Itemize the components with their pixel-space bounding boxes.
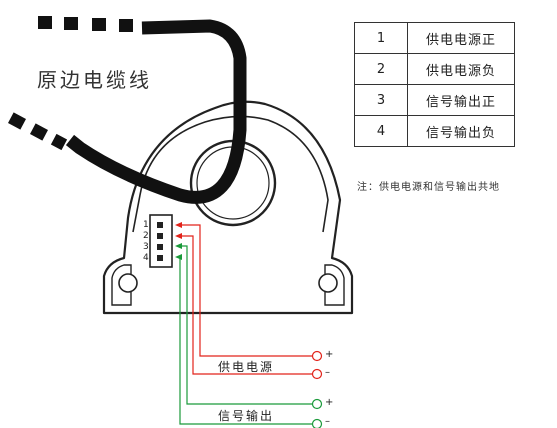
table-row: 2 供电电源负 bbox=[354, 53, 515, 85]
table-row: 3 信号输出正 bbox=[354, 84, 515, 116]
connector-pin-label: 2 bbox=[143, 231, 149, 241]
table-row: 4 信号输出负 bbox=[354, 115, 515, 147]
connector-pin-2 bbox=[157, 233, 163, 239]
pin-number: 1 bbox=[354, 22, 408, 54]
pin-description: 信号输出正 bbox=[407, 84, 515, 116]
connector-pin-label: 4 bbox=[143, 253, 149, 263]
signal-plus-sign: + bbox=[325, 397, 334, 408]
right-mount-ear bbox=[324, 264, 345, 306]
power-positive-wire bbox=[178, 224, 312, 357]
power-supply-label: 供电电源 bbox=[218, 360, 275, 374]
cable-dash-1 bbox=[38, 16, 52, 29]
connector-pin-label: 3 bbox=[143, 242, 149, 252]
power-wires bbox=[178, 224, 312, 375]
signal-positive-wire bbox=[178, 245, 312, 405]
cable-dash-5 bbox=[8, 112, 26, 130]
signal-arrow-2 bbox=[175, 254, 182, 260]
signal-minus-sign: – bbox=[325, 416, 330, 427]
signal-negative-terminal bbox=[311, 418, 323, 428]
right-mount-hole bbox=[318, 273, 338, 293]
power-positive-terminal bbox=[311, 350, 323, 362]
left-mount-hole bbox=[118, 273, 138, 293]
pin-description: 信号输出负 bbox=[407, 115, 515, 147]
common-ground-note: 注：供电电源和信号输出共地 bbox=[357, 182, 500, 193]
cable-dash-3 bbox=[92, 18, 106, 31]
connector-pin-label: 1 bbox=[143, 220, 149, 230]
cable-dash-6 bbox=[30, 123, 48, 141]
pin-number: 3 bbox=[354, 84, 408, 116]
signal-output-label: 信号输出 bbox=[218, 409, 275, 423]
pin-number: 2 bbox=[354, 53, 408, 85]
power-plus-sign: + bbox=[325, 349, 334, 360]
power-minus-sign: – bbox=[325, 367, 330, 378]
primary-cable bbox=[65, 19, 247, 204]
signal-positive-terminal bbox=[311, 398, 323, 410]
connector-pin-4 bbox=[157, 255, 163, 261]
cable-dash-2 bbox=[64, 17, 78, 30]
connector-pin-3 bbox=[157, 244, 163, 250]
power-negative-terminal bbox=[311, 368, 323, 380]
pin-description: 供电电源负 bbox=[407, 53, 515, 85]
power-negative-wire bbox=[178, 235, 312, 375]
cable-label: 原边电缆线 bbox=[37, 68, 152, 92]
power-arrow-1 bbox=[175, 222, 182, 228]
pin-number: 4 bbox=[354, 115, 408, 147]
power-arrow-2 bbox=[175, 233, 182, 239]
connector-pin-1 bbox=[157, 222, 163, 228]
cable-dash-7 bbox=[50, 133, 68, 151]
pin-definition-table: 1 供电电源正 2 供电电源负 3 信号输出正 4 信号输出负 bbox=[354, 22, 515, 147]
left-mount-ear bbox=[111, 264, 132, 306]
signal-arrow-1 bbox=[175, 243, 182, 249]
pin-description: 供电电源正 bbox=[407, 22, 515, 54]
table-row: 1 供电电源正 bbox=[354, 22, 515, 54]
connector-housing bbox=[149, 214, 173, 268]
cable-dash-4 bbox=[119, 19, 133, 32]
